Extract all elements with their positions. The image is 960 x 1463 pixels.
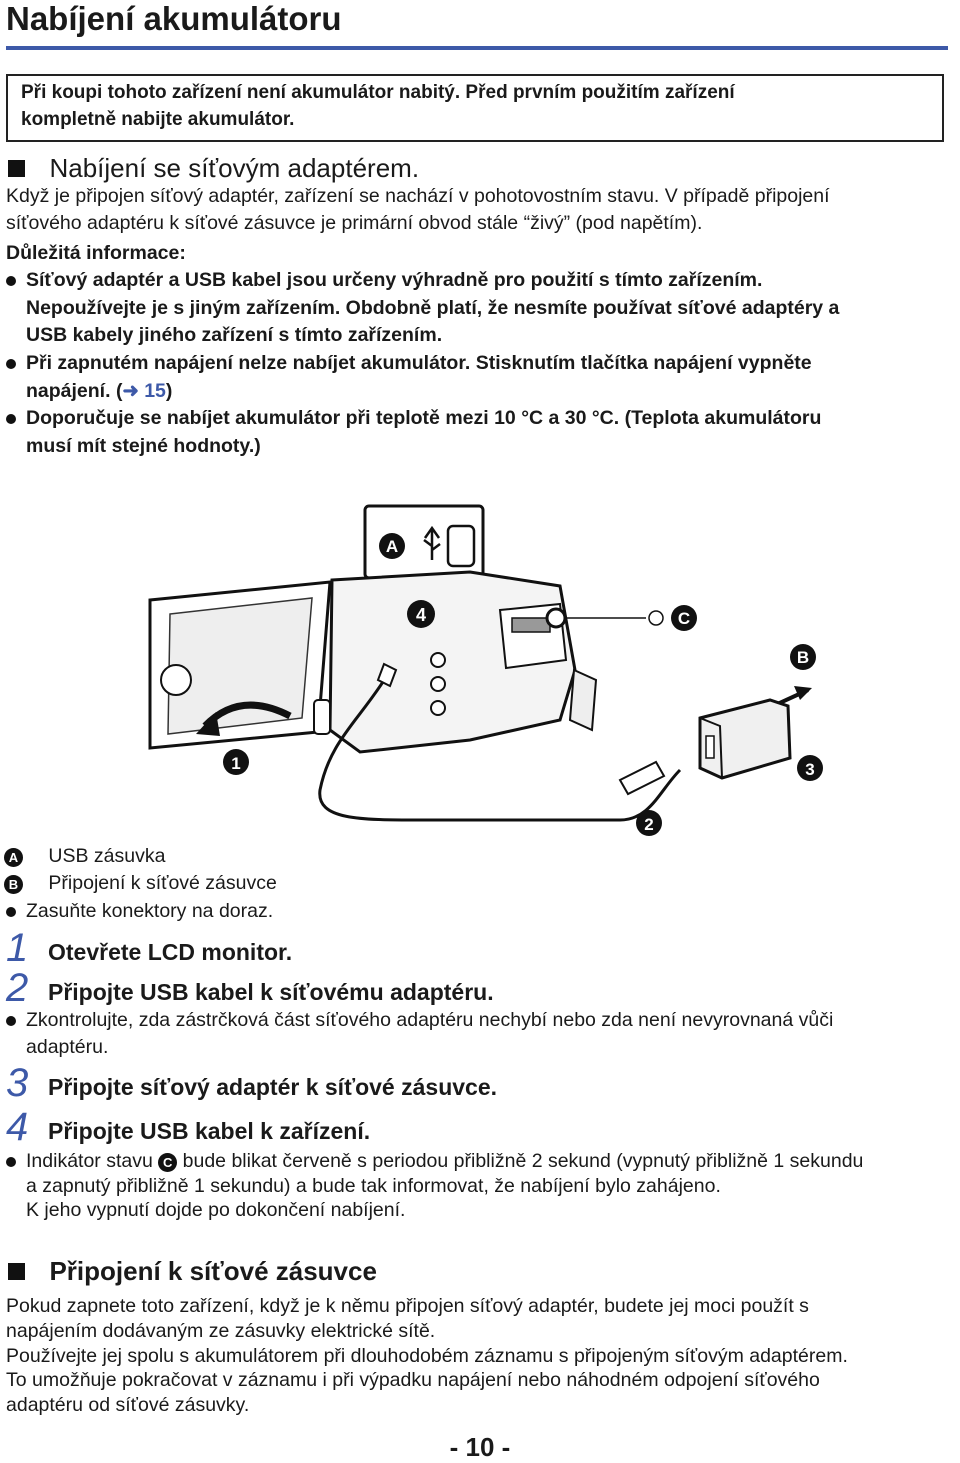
paragraph-line: napájením dodávaným ze zásuvky elektrick…	[6, 1320, 436, 1342]
step-text: Připojte síťový adaptér k síťové zásuvce…	[48, 1074, 498, 1100]
usb-symbol-icon	[423, 525, 441, 560]
step-note-line: a zapnutý přibližně 1 sekundu) a bude ta…	[26, 1175, 721, 1197]
step-4-marker-text: 4	[416, 605, 426, 625]
note-line: kompletně nabijte akumulátor.	[21, 109, 295, 130]
arrow-head-icon	[794, 686, 812, 700]
indicator-symbol-icon	[648, 610, 664, 626]
page-title: Nabíjení akumulátoru	[6, 0, 342, 37]
bullet-dot-icon	[6, 907, 16, 917]
paragraph-line: Když je připojen síťový adaptér, zařízen…	[6, 185, 830, 207]
bullet-line: napájení. (➜ 15)	[26, 380, 173, 402]
step-number: 2	[6, 966, 29, 1010]
usb-plug-large	[618, 760, 666, 796]
page-number: - 10 -	[449, 1432, 511, 1462]
label-a-icon: A	[4, 848, 23, 867]
step-text: Otevřete LCD monitor.	[48, 939, 293, 965]
bullet-line: Síťový adaptér a USB kabel jsou určeny v…	[26, 269, 763, 291]
step-1-marker	[223, 749, 249, 775]
bullet-line: Nepoužívejte je s jiným zařízením. Obdob…	[26, 297, 840, 319]
bullet-dot-icon	[6, 414, 16, 424]
usb-socket-icon	[446, 524, 476, 568]
step-note-line: adaptéru.	[26, 1036, 109, 1058]
arrow-head-icon	[196, 712, 220, 736]
step-note-line: K jeho vypnutí dojde po dokončení nabíje…	[26, 1199, 406, 1221]
step-2: 2 Připojte USB kabel k síťovému adaptéru…	[6, 966, 494, 1011]
bullet-line: USB kabely jiného zařízení s tímto zaříz…	[26, 324, 443, 346]
step-1: 1 Otevřete LCD monitor.	[6, 926, 292, 971]
paragraph-line: Pokud zapnete toto zařízení, když je k n…	[6, 1295, 809, 1317]
step-number: 3	[6, 1061, 29, 1105]
step-note-line: Zkontrolujte, zda zástrčková část síťové…	[26, 1009, 834, 1031]
bullet-dot-icon	[6, 1157, 16, 1167]
page-link[interactable]: ➜ 15	[122, 380, 166, 402]
label-a-text: A	[386, 537, 398, 556]
label-c-text: C	[678, 609, 690, 628]
charging-illustration: A 4 C B 1	[148, 504, 823, 836]
step-4-marker	[407, 600, 435, 628]
label-a-marker	[379, 533, 405, 559]
section-heading-charging: Nabíjení se síťovým adaptérem.	[8, 153, 419, 184]
usb-plug-small	[376, 662, 398, 688]
status-indicator	[545, 607, 567, 629]
bullet-dot-icon	[6, 1016, 16, 1026]
note-line: Při koupi tohoto zařízení není akumuláto…	[21, 82, 735, 103]
label-c-marker	[671, 605, 697, 631]
bullet-line: Doporučuje se nabíjet akumulátor při tep…	[26, 407, 822, 429]
paragraph-line: To umožňuje pokračovat v záznamu i při v…	[6, 1369, 820, 1391]
legend-item-b: B Připojení k síťové zásuvce	[4, 872, 277, 895]
step-3: 3 Připojte síťový adaptér k síťové zásuv…	[6, 1061, 497, 1106]
label-c-icon: C	[158, 1153, 178, 1172]
step-text: Připojte USB kabel k zařízení.	[48, 1118, 371, 1144]
bullet-dot-icon	[6, 359, 16, 369]
label-b-icon: B	[4, 875, 23, 894]
step-text: Připojte USB kabel k síťovému adaptéru.	[48, 979, 494, 1005]
square-bullet-icon	[8, 160, 25, 177]
paragraph-line: síťového adaptéru k síťové zásuvce je pr…	[6, 212, 703, 234]
step-2-marker	[636, 810, 662, 836]
legend-bullet: Zasuňte konektory na doraz.	[26, 900, 274, 922]
step-4: 4 Připojte USB kabel k zařízení.	[6, 1105, 370, 1150]
step-1-marker-text: 1	[231, 754, 240, 773]
usb-cable	[318, 673, 682, 822]
paragraph-line: adaptéru od síťové zásuvky.	[6, 1394, 250, 1416]
label-b-text: B	[797, 648, 809, 667]
step-note-line: Indikátor stavu C bude blikat červeně s …	[26, 1150, 864, 1172]
important-label: Důležitá informace:	[6, 242, 186, 264]
label-b-marker	[790, 644, 816, 670]
step-number: 1	[6, 926, 29, 970]
ac-adapter	[698, 698, 792, 780]
title-rule	[6, 46, 948, 50]
camcorder-body	[328, 570, 598, 754]
square-bullet-icon	[8, 1263, 25, 1280]
step-3-marker	[797, 755, 823, 781]
note-box: Při koupi tohoto zařízení není akumuláto…	[6, 74, 944, 142]
step-3-marker-text: 3	[805, 760, 814, 779]
bullet-line: musí mít stejné hodnoty.)	[26, 435, 261, 457]
lcd-monitor	[148, 580, 332, 750]
step-2-marker-text: 2	[644, 815, 653, 834]
paragraph-line: Používejte jej spolu s akumulátorem při …	[6, 1345, 848, 1367]
ferrite-core	[313, 699, 331, 735]
bullet-dot-icon	[6, 276, 16, 286]
section-heading-mains: Připojení k síťové zásuvce	[8, 1256, 377, 1287]
bullet-line: Při zapnutém napájení nelze nabíjet akum…	[26, 352, 812, 374]
legend-item-a: A USB zásuvka	[4, 845, 165, 868]
step-number: 4	[6, 1105, 29, 1149]
